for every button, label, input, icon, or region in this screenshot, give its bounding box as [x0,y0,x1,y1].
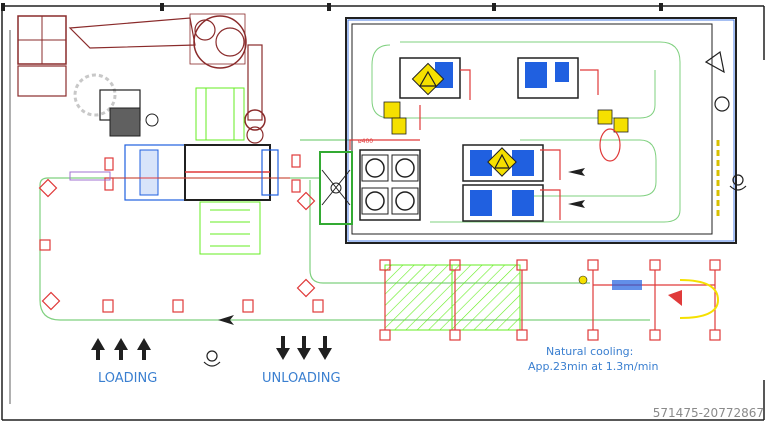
warning-triangle-icon [411,62,445,96]
red-piping [349,69,599,220]
furnace-units [399,57,579,222]
loading-arrows [91,338,151,360]
border-ticks [1,3,663,11]
small-tag: ø400 [358,138,373,145]
arrow-down-icon [297,336,311,360]
operator-icon [203,350,221,367]
robot-cell [17,13,266,144]
conveyor-loop [39,139,650,321]
yellow-devices [383,101,629,162]
drawing-border [1,5,765,421]
loading-label: LOADING [98,371,157,386]
transfer-station [319,151,353,225]
lime-frames [195,87,261,255]
conveyor-stands [38,154,324,313]
cooling-racks [379,259,528,341]
watermark: 571475-20772867 [653,406,764,420]
unloading-arrows [276,336,332,360]
operator-icon [729,174,747,191]
gear-machine [73,73,159,137]
cooling-note-line2: App.23min at 1.3m/min [528,360,658,373]
side-devices [704,50,730,112]
oven-enclosure [345,17,737,244]
arrow-up-icon [137,338,151,360]
central-machine [69,144,290,201]
arrow-down-icon [276,336,290,360]
inner-path [371,41,681,223]
arrow-down-icon [318,336,332,360]
unload-station [578,259,721,341]
arrow-up-icon [114,338,128,360]
direction-chevron-icon [218,315,234,325]
unloading-label: UNLOADING [262,371,341,386]
direction-chevron-icon [568,168,585,208]
fan-block [359,149,421,221]
warning-triangle-icon [487,147,517,177]
arrow-up-icon [91,338,105,360]
cooling-note-line1: Natural cooling: [546,345,633,358]
